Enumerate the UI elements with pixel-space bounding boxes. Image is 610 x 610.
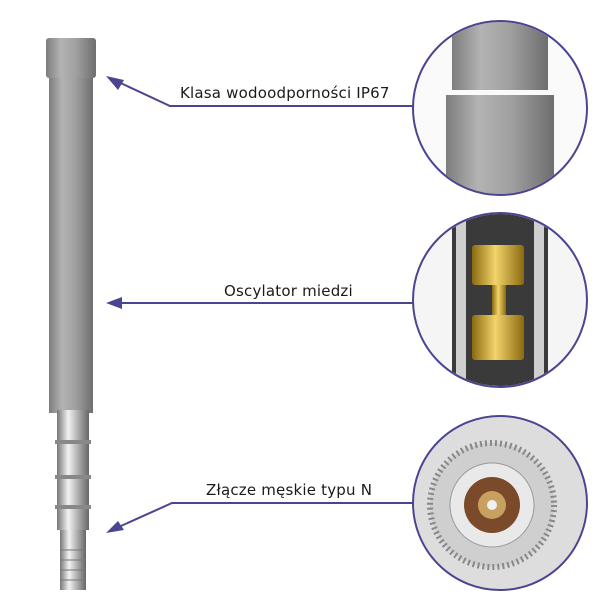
detail-oscillator	[414, 214, 586, 386]
arrow-icon	[106, 76, 124, 90]
callout-label-waterproof: Klasa wodoodporności IP67	[180, 84, 390, 102]
arrow-icon	[106, 297, 122, 309]
antenna	[46, 38, 96, 590]
callout-label-connector: Złącze męskie typu N	[206, 481, 373, 499]
callout-lines	[111, 78, 414, 531]
callout-label-oscillator: Oscylator miedzi	[224, 282, 353, 300]
detail-connector	[414, 417, 586, 589]
detail-cap	[414, 22, 586, 194]
arrow-icon	[106, 521, 124, 533]
